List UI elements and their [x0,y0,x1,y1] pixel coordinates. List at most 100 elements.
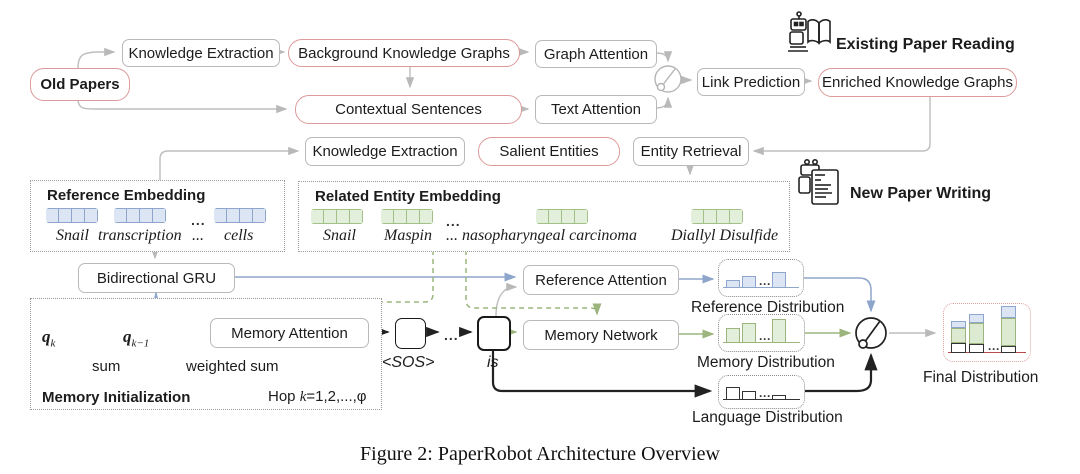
chart-bar [726,280,740,288]
merge-gate-distributions [855,317,887,349]
chart-bar-segment [969,314,984,323]
memory-distribution-chart: ··· [718,314,805,352]
figure-caption: Figure 2: PaperRobot Architecture Overvi… [360,443,720,465]
token: Diallyl Disulfide [671,227,779,244]
chart-bar [951,321,966,353]
embedding-cells [311,209,363,224]
embedding-cells [114,208,166,223]
chart-bar [772,319,786,343]
label-sos-token: <SOS> [382,354,435,371]
chart-bar [1001,306,1016,353]
node-memory-network: Memory Network [523,320,679,350]
token: Snail [323,227,356,244]
ellipsis: ... [191,212,206,228]
chart-bar [772,272,786,288]
chart-baseline [723,399,800,400]
chart-bars: ··· [726,272,796,291]
memory-initialization-title: Memory Initialization [42,389,191,406]
reference-embedding-panel: Reference Embedding ... Snail transcript… [30,180,285,252]
section-header-new-paper-writing: New Paper Writing [850,185,992,202]
section-header-existing-paper-reading: Existing Paper Reading [836,36,1015,53]
chart-bar [726,328,740,343]
chart-bar [969,314,984,353]
robot-reading-icon [788,11,831,52]
label-weighted-sum: weighted sum [186,358,279,375]
node-entity-retrieval: Entity Retrieval [633,137,749,166]
q-k-subscript: k [50,337,56,350]
chart-bar [742,323,756,343]
memory-distribution-label: Memory Distribution [697,354,835,371]
token: transcription [98,227,182,244]
label-hop-count: Hop k=1,2,...,φ [268,388,367,406]
node-old-papers: Old Papers [30,68,130,101]
ellipsis: ··· [759,277,771,291]
embedding-cells [536,209,588,224]
chart-bar-segment [951,343,966,353]
related-entity-embedding-panel: Related Entity Embedding ... Snail Maspi… [298,181,790,252]
merge-gate-top [654,65,682,93]
chart-baseline [723,287,799,288]
node-text-attention: Text Attention [535,95,657,124]
node-contextual-sentences: Contextual Sentences [295,95,522,124]
label-q-k: qk [42,327,55,349]
robot-writing-icon [798,158,839,205]
related-entity-embedding-title: Related Entity Embedding [315,188,501,205]
embedding-cells [214,208,266,223]
ellipsis: ... [446,213,461,229]
node-enriched-knowledge-graphs: Enriched Knowledge Graphs [818,68,1017,97]
reference-distribution-chart: ··· [718,259,804,297]
node-link-prediction: Link Prediction [697,68,805,96]
token: ... [192,227,204,244]
decoder-cell-is [477,316,511,351]
final-distribution-chart: ··· [943,303,1031,362]
embedding-cells [381,209,433,224]
chart-bar-segment [1001,318,1016,346]
label-q-k-minus-1: qk−1 [123,327,149,349]
hop-variable: k [299,389,307,405]
hop-range: =1,2,...,φ [306,388,367,405]
node-memory-attention: Memory Attention [210,318,369,348]
ellipsis: ... [444,327,459,343]
reference-embedding-title: Reference Embedding [47,187,206,204]
chart-bars: ··· [726,319,797,346]
chart-bar [772,395,786,400]
node-salient-entities: Salient Entities [478,137,620,166]
token: cells [224,227,254,244]
token: Maspin [384,227,432,244]
node-bidirectional-gru: Bidirectional GRU [78,263,235,293]
chart-bar-segment [951,321,966,328]
ellipsis: ··· [759,332,771,346]
hop-prefix: Hop [268,388,300,405]
token: Snail [56,227,89,244]
chart-bar-segment [969,344,984,353]
label-sum: sum [92,358,121,375]
node-reference-attention: Reference Attention [523,265,679,295]
label-is-token: is [487,354,499,371]
q-symbol: q [123,327,132,346]
chart-baseline [723,342,800,343]
chart-bar-segment [1001,306,1016,318]
decoder-cell-sos [395,318,426,349]
chart-bar-segment [951,328,966,343]
chart-bar-segment [969,323,984,344]
node-knowledge-extraction-top: Knowledge Extraction [122,39,280,67]
chart-bar [726,387,740,400]
ellipsis: ··· [988,342,1000,356]
chart-bars: ··· [726,387,797,403]
token: ... nasopharyngeal carcinoma [446,227,637,244]
q-symbol: q [42,327,51,346]
embedding-cells [691,209,743,224]
chart-bars: ··· [951,306,1023,356]
q-k-minus-1-subscript: k−1 [131,337,150,350]
language-distribution-label: Language Distribution [692,409,843,426]
chart-bar-segment [1001,346,1016,353]
final-distribution-label: Final Distribution [923,369,1039,386]
chart-bar [742,276,756,288]
node-graph-attention: Graph Attention [535,40,657,68]
reference-distribution-label: Reference Distribution [691,299,845,316]
memory-initialization-panel [30,298,382,410]
embedding-cells [46,208,98,223]
ellipsis: ··· [759,389,771,403]
chart-bar [742,391,756,400]
